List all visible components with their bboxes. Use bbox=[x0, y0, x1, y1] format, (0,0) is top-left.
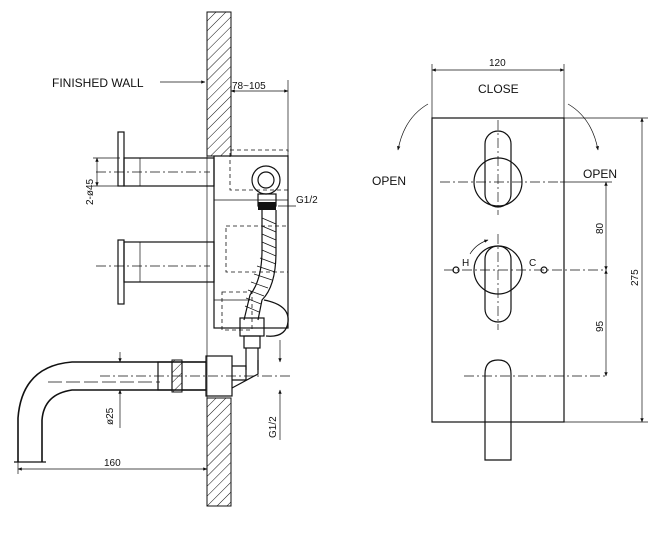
depth-range-label: 78~105 bbox=[232, 81, 266, 92]
thread-upper-label: G1/2 bbox=[296, 195, 318, 206]
open-left-label: OPEN bbox=[372, 174, 406, 188]
open-right-label: OPEN bbox=[583, 167, 617, 181]
thread-lower-label: G1/2 bbox=[268, 416, 279, 438]
upper-connector: G1/2 bbox=[251, 165, 318, 210]
close-label: CLOSE bbox=[478, 82, 519, 96]
spacing-upper-label: 80 bbox=[595, 222, 606, 234]
spout-projection-label: 160 bbox=[104, 458, 121, 469]
spout bbox=[14, 355, 290, 463]
front-spout bbox=[464, 359, 606, 461]
handle-diameter-label: 2-ø45 bbox=[85, 178, 96, 205]
spout-diameter-label: ø25 bbox=[105, 407, 116, 425]
finished-wall-callout: FINISHED WALL bbox=[52, 76, 206, 90]
valve-body bbox=[213, 149, 289, 331]
rotation-indicators: OPEN OPEN bbox=[372, 103, 617, 188]
front-view: 120 CLOSE OPEN OPEN H C bbox=[372, 58, 648, 461]
spout-projection-dimension: 160 bbox=[17, 458, 208, 474]
depth-dimension: 78~105 bbox=[230, 80, 289, 156]
side-view: FINISHED WALL 78~105 G1/2 bbox=[14, 11, 318, 507]
braided-hose bbox=[239, 210, 289, 370]
plate-width-label: 120 bbox=[489, 58, 506, 69]
plate-width-dimension: 120 CLOSE bbox=[431, 58, 565, 118]
front-handle-lower: H C bbox=[444, 234, 606, 330]
hot-label: H bbox=[462, 258, 469, 269]
handle-upper bbox=[96, 131, 215, 187]
cover-plate bbox=[431, 117, 565, 423]
spacing-lower-label: 95 bbox=[595, 320, 606, 332]
plate-height-dimension: 275 bbox=[564, 117, 648, 423]
front-handle-upper bbox=[440, 120, 560, 215]
finished-wall-label: FINISHED WALL bbox=[52, 76, 144, 90]
spout-diameter-dimension: ø25 bbox=[105, 352, 122, 428]
plate-height-label: 275 bbox=[630, 269, 641, 286]
handle-diameter-dimension: 2-ø45 bbox=[85, 157, 120, 205]
handle-lower bbox=[96, 239, 215, 305]
lower-thread-dimension: G1/2 bbox=[268, 340, 282, 440]
spacing-dimensions: 80 95 bbox=[560, 181, 612, 377]
cold-label: C bbox=[529, 258, 536, 269]
wall-section bbox=[206, 11, 232, 507]
